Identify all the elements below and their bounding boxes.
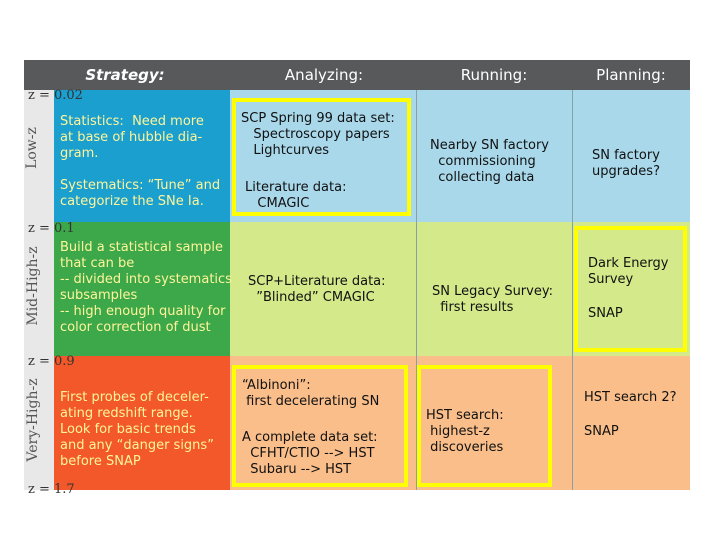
low-cells-bg (230, 90, 690, 222)
very-planning-text-b: SNAP (584, 424, 619, 439)
header-analyzing: Analyzing: (284, 66, 364, 84)
mid-cells-bg (230, 222, 690, 356)
z-label-0: z = 0.02 (28, 88, 83, 103)
z-label-2: z = 0.9 (28, 354, 75, 369)
header-bar (24, 60, 690, 90)
mid-strategy-cell (54, 222, 230, 356)
z-label-3: z = 1.7 (28, 482, 75, 497)
very-strategy-text: First probes of deceler- ating redshift … (60, 390, 214, 469)
row-label-very: Very-High-z (25, 378, 41, 462)
highlight-very-analyzing (232, 365, 408, 487)
row-label-low: Low-z (24, 127, 40, 169)
mid-planning-text-b: SNAP (588, 306, 623, 321)
highlight-mid-planning (574, 226, 687, 352)
low-analyzing-text-b: Literature data: CMAGIC (245, 180, 347, 211)
divider-planning (572, 90, 573, 490)
very-running-text: HST search: highest-z discoveries (426, 408, 504, 455)
low-running-text: Nearby SN factory commissioning collecti… (430, 138, 549, 185)
very-cells-bg (230, 356, 690, 490)
mid-planning-text-a: Dark Energy Survey (588, 256, 669, 287)
z-label-1: z = 0.1 (28, 221, 75, 236)
divider-running (416, 90, 417, 490)
highlight-very-running (417, 365, 552, 487)
low-planning-text: SN factory upgrades? (592, 148, 660, 179)
very-planning-text-a: HST search 2? (584, 390, 677, 405)
very-analyzing-text-b: A complete data set: CFHT/CTIO --> HST S… (242, 430, 378, 477)
left-margin (24, 90, 54, 490)
very-analyzing-text-a: “Albinoni”: first decelerating SN (242, 378, 380, 409)
mid-analyzing-text: SCP+Literature data: ”Blinded” CMAGIC (248, 274, 386, 305)
header-planning: Planning: (596, 66, 666, 84)
low-analyzing-text-a: SCP Spring 99 data set: Spectroscopy pap… (241, 111, 395, 158)
row-label-mid: Mid-High-z (25, 246, 41, 326)
mid-strategy-text: Build a statistical sample that can be -… (60, 240, 232, 335)
very-strategy-cell (54, 356, 230, 490)
low-strategy-cell (54, 90, 230, 222)
header-strategy: Strategy: (85, 66, 165, 84)
mid-running-text: SN Legacy Survey: first results (432, 284, 553, 315)
low-strategy-text: Statistics: Need more at base of hubble … (60, 114, 221, 209)
highlight-low-analyzing (232, 98, 411, 216)
header-running: Running: (460, 66, 528, 84)
